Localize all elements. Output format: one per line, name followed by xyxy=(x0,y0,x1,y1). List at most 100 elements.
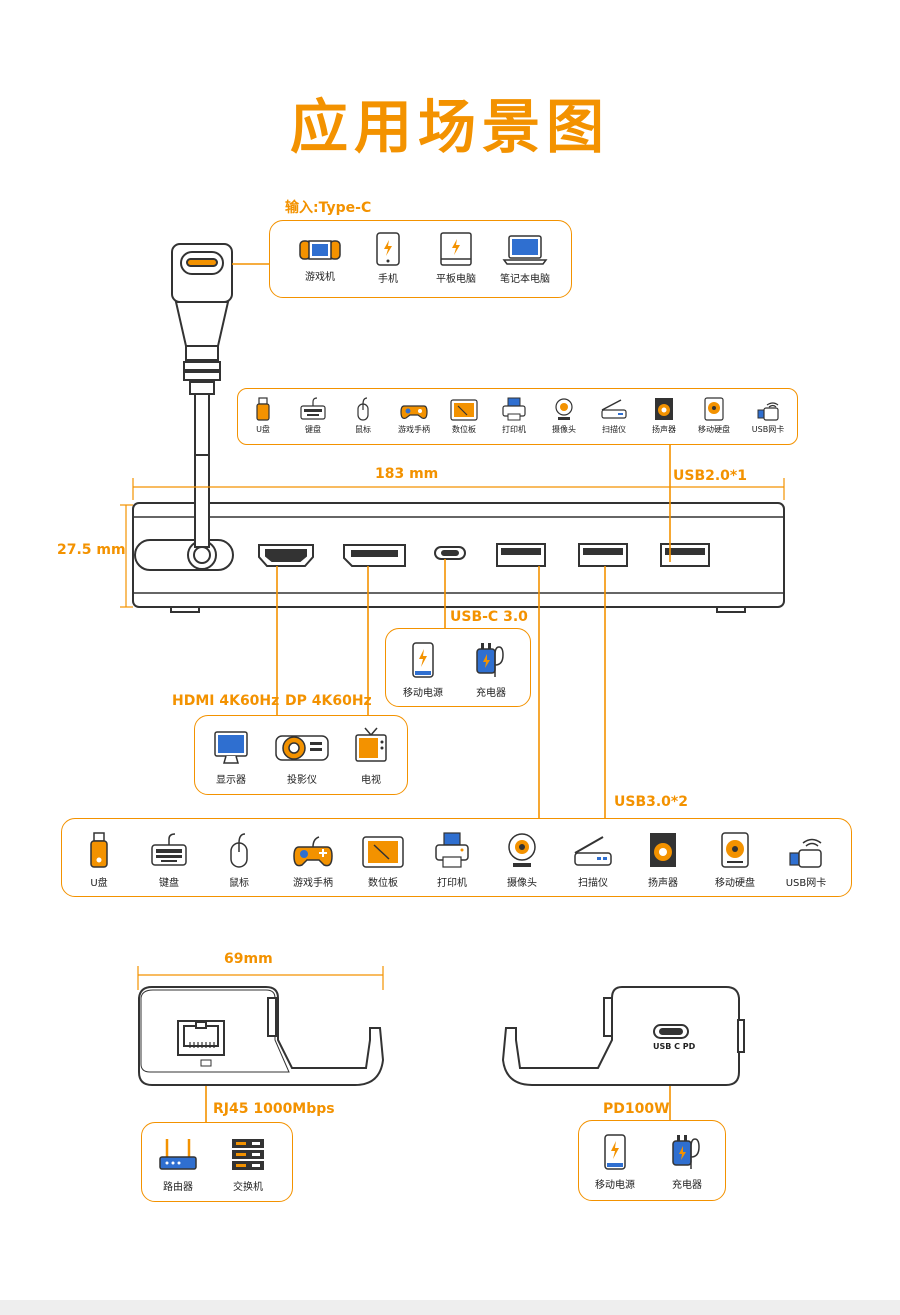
usb3-port-2 xyxy=(578,543,628,567)
keyboard-icon xyxy=(300,397,326,420)
usbc-label: USB-C 3.0 xyxy=(450,609,528,625)
usb-c-port xyxy=(434,546,466,560)
height-dimension xyxy=(120,504,133,608)
printer-icon xyxy=(502,397,526,421)
device-label: 扬声器 xyxy=(652,425,676,434)
router-icon xyxy=(159,1139,197,1170)
device-label: 游戏机 xyxy=(305,272,335,283)
hdmi-label: HDMI 4K60Hz xyxy=(172,693,280,709)
drawing-tablet-icon xyxy=(450,399,478,421)
scanner-icon xyxy=(574,836,612,866)
device-label: 手机 xyxy=(378,274,398,285)
power-bank-icon xyxy=(604,1134,626,1170)
cable-stem xyxy=(194,454,210,548)
device-speaker: 扬声器 xyxy=(646,396,682,435)
usb2-devices-box: U盘 键盘 鼠标 游戏手柄 数位板 打印机 摄像头 扫描仪 扬声器 移动硬盘 U… xyxy=(237,388,798,445)
laptop-icon xyxy=(502,235,548,265)
device-monitor: 显示器 xyxy=(201,730,261,786)
device-tablet: 平板电脑 xyxy=(426,231,486,285)
mouse-icon xyxy=(230,833,248,868)
usb2-label: USB2.0*1 xyxy=(673,468,747,484)
device-external-hdd: 移动硬盘 xyxy=(694,396,734,435)
device-switch: 交换机 xyxy=(222,1135,274,1193)
type-c-cable xyxy=(171,243,233,545)
device-label: 电视 xyxy=(361,775,381,786)
device-game-console: 游戏机 xyxy=(290,235,350,283)
monitor-icon xyxy=(214,731,248,764)
device-tv: 电视 xyxy=(341,726,401,786)
device-label: 显示器 xyxy=(216,775,246,786)
device-printer: 打印机 xyxy=(426,831,478,889)
device-mouse: 鼠标 xyxy=(346,396,380,435)
device-usb-drive: U盘 xyxy=(74,831,124,889)
tv-icon xyxy=(355,727,387,762)
device-label: 交换机 xyxy=(233,1182,263,1193)
device-label: 鼠标 xyxy=(355,425,371,434)
external-hdd-icon xyxy=(721,832,749,868)
device-external-hdd: 移动硬盘 xyxy=(706,831,764,889)
device-gamepad: 游戏手柄 xyxy=(282,831,344,889)
device-webcam: 摄像头 xyxy=(546,396,582,435)
page-title: 应用场景图 xyxy=(289,93,610,161)
power-bank-icon xyxy=(412,642,434,678)
device-label: 数位板 xyxy=(452,425,476,434)
device-label: 投影仪 xyxy=(287,775,317,786)
usb3-label: USB3.0*2 xyxy=(614,794,688,810)
usb3-devices-box: U盘 键盘 鼠标 游戏手柄 数位板 打印机 摄像头 扫描仪 扬声器 移动硬盘 U… xyxy=(61,818,852,897)
device-projector: 投影仪 xyxy=(269,730,335,786)
device-label: USB网卡 xyxy=(751,425,785,434)
webcam-icon xyxy=(555,398,573,420)
mouse-icon xyxy=(357,397,369,421)
dp-port xyxy=(343,544,406,567)
device-label: 扬声器 xyxy=(648,878,678,889)
hub-side-view-left xyxy=(138,986,385,1086)
device-printer: 打印机 xyxy=(496,396,532,435)
depth-dimension-label: 69mm xyxy=(224,951,273,967)
device-label: 充电器 xyxy=(476,688,506,699)
usb2-port xyxy=(660,543,710,567)
device-label: 游戏手柄 xyxy=(398,425,430,434)
device-label: U盘 xyxy=(256,425,270,434)
device-label: 扫描仪 xyxy=(578,878,608,889)
device-usb-network-adapter: USB网卡 xyxy=(776,831,836,889)
device-label: 数位板 xyxy=(368,878,398,889)
device-keyboard: 键盘 xyxy=(296,396,330,435)
device-scanner: 扫描仪 xyxy=(596,396,632,435)
dp-label: DP 4K60Hz xyxy=(285,693,372,709)
usb-network-adapter-icon xyxy=(757,402,779,421)
external-hdd-icon xyxy=(704,397,724,421)
usbc-devices-box: 移动电源 充电器 xyxy=(385,628,531,707)
device-label: 移动硬盘 xyxy=(715,878,755,889)
device-label: 摄像头 xyxy=(507,878,537,889)
device-gamepad: 游戏手柄 xyxy=(392,396,436,435)
projector-icon xyxy=(275,735,329,761)
device-label: 移动电源 xyxy=(403,688,443,699)
device-phone: 手机 xyxy=(358,231,418,285)
hdmi-port xyxy=(258,544,314,567)
height-dimension-label: 27.5 mm xyxy=(57,542,126,558)
usb3-port-1 xyxy=(496,543,546,567)
device-router: 路由器 xyxy=(152,1135,204,1193)
device-label: 充电器 xyxy=(672,1180,702,1191)
video-devices-box: 显示器 投影仪 电视 xyxy=(194,715,408,795)
device-drawing-tablet: 数位板 xyxy=(356,831,410,889)
printer-icon xyxy=(435,832,469,868)
device-label: 平板电脑 xyxy=(436,274,476,285)
device-mouse: 鼠标 xyxy=(214,831,264,889)
device-charger: 充电器 xyxy=(661,1133,713,1191)
usb-network-adapter-icon xyxy=(789,838,822,868)
keyboard-icon xyxy=(151,833,187,866)
phone-icon xyxy=(376,232,400,266)
device-usb-network-adapter: USB网卡 xyxy=(746,396,790,435)
rj45-label: RJ45 1000Mbps xyxy=(213,1101,335,1117)
width-dimension xyxy=(132,478,785,500)
webcam-icon xyxy=(508,833,536,867)
game-console-icon xyxy=(299,240,341,260)
charger-icon xyxy=(476,643,504,677)
input-devices-box: 游戏机 手机 平板电脑 笔记本电脑 xyxy=(269,220,572,298)
device-label: USB网卡 xyxy=(785,878,827,889)
device-speaker: 扬声器 xyxy=(636,831,690,889)
device-label: 移动电源 xyxy=(595,1180,635,1191)
scanner-icon xyxy=(601,399,627,419)
